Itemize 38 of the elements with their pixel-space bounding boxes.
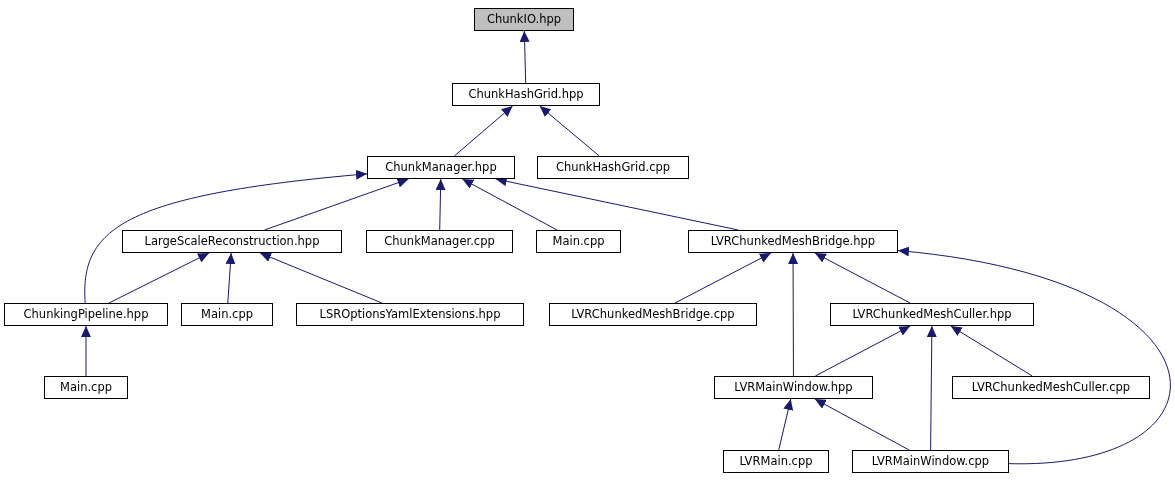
file-box: LargeScaleReconstruction.hpp bbox=[122, 230, 342, 253]
arrow bbox=[539, 105, 600, 157]
file-box: ChunkingPipeline.hpp bbox=[4, 303, 168, 326]
file-box: LVRChunkedMeshCuller.cpp bbox=[952, 376, 1150, 399]
file-box: Main.cpp bbox=[536, 230, 621, 253]
arrow bbox=[897, 247, 1170, 465]
file-box: ChunkHashGrid.hpp bbox=[452, 83, 600, 106]
file-box: LVRMainWindow.hpp bbox=[714, 376, 873, 399]
file-box: LVRMain.cpp bbox=[723, 450, 829, 473]
file-box: LVRChunkedMeshBridge.cpp bbox=[549, 303, 757, 326]
arrow bbox=[108, 252, 210, 304]
file-box: ChunkIO.hpp bbox=[474, 8, 574, 31]
arrow bbox=[778, 398, 794, 451]
file-box: ChunkManager.hpp bbox=[367, 156, 515, 179]
arrow bbox=[435, 178, 446, 231]
arrow bbox=[225, 252, 236, 304]
file-box: Main.cpp bbox=[181, 303, 273, 326]
file-box: LVRChunkedMeshBridge.hpp bbox=[688, 230, 898, 253]
arrow bbox=[814, 252, 911, 304]
arrow bbox=[259, 252, 383, 304]
arrow bbox=[926, 325, 937, 451]
arrow bbox=[950, 325, 1033, 377]
arrow bbox=[461, 178, 558, 231]
arrow bbox=[519, 30, 530, 84]
arrow bbox=[84, 169, 368, 304]
file-box: LVRMainWindow.cpp bbox=[852, 450, 1009, 473]
file-box: LSROptionsYamlExtensions.hpp bbox=[296, 303, 524, 326]
arrow bbox=[264, 177, 409, 231]
file-box: ChunkManager.cpp bbox=[366, 230, 513, 253]
arrow bbox=[81, 325, 91, 377]
file-box: LVRChunkedMeshCuller.hpp bbox=[830, 303, 1034, 326]
arrow bbox=[814, 325, 911, 377]
arrow bbox=[453, 105, 514, 157]
arrow bbox=[814, 398, 910, 451]
file-box: ChunkHashGrid.cpp bbox=[537, 156, 689, 179]
arrow bbox=[674, 252, 772, 304]
arrow bbox=[788, 252, 799, 377]
file-box: Main.cpp bbox=[44, 376, 128, 399]
